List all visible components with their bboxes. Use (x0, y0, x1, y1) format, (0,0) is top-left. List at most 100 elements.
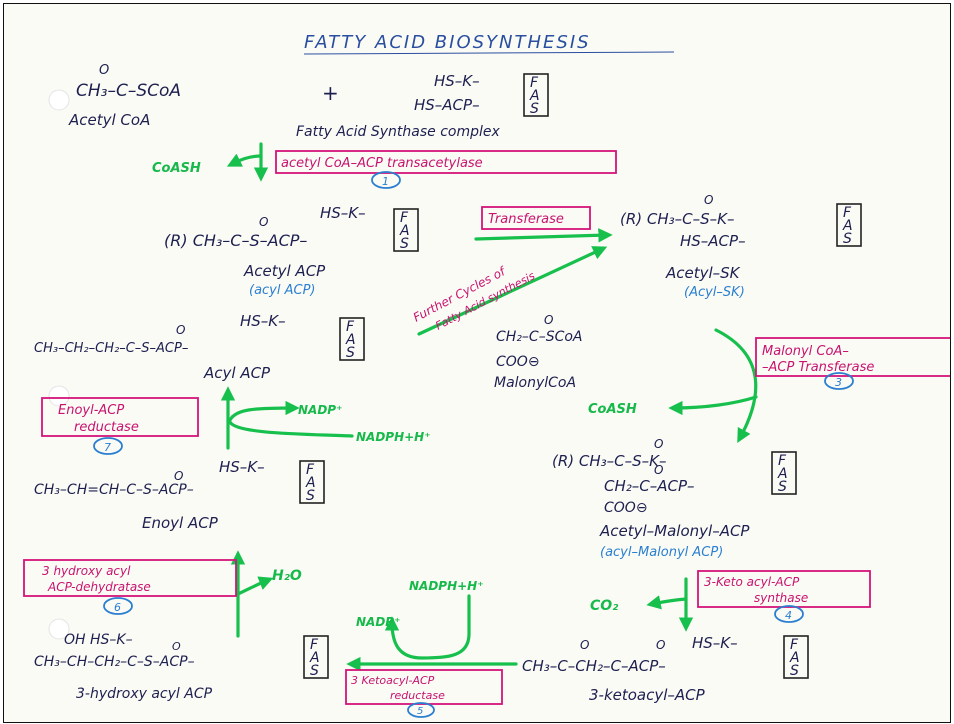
diagram-sheet: FATTY ACID BIOSYNTHESIS O CH₃–C–SCoA Ace… (3, 3, 951, 723)
diagram-title: FATTY ACID BIOSYNTHESIS (304, 32, 591, 53)
fas-box: F A S (303, 635, 329, 679)
oxo-mark: O (704, 193, 713, 207)
oxo-mark: O (544, 313, 553, 327)
svg-text:F: F (306, 462, 315, 478)
oxo-mark: O (176, 323, 185, 337)
step-1-number: 1 (382, 175, 389, 188)
svg-text:A: A (842, 218, 853, 234)
acetyl-acp-formula: (R) CH₃–C–S–ACP– (164, 231, 307, 250)
acetyl-sk-name: Acetyl–SK (665, 264, 741, 282)
nadph1-curve (228, 420, 354, 438)
acyl-acp-name: Acyl ACP (203, 364, 271, 382)
oxo-mark: O (656, 638, 665, 652)
enzyme-6-line1: 3 hydroxy acyl (42, 564, 131, 578)
svg-text:A: A (399, 223, 410, 239)
enzyme-5-line2: reductase (390, 689, 445, 702)
binder-hole (48, 385, 70, 407)
title-underline (303, 51, 675, 55)
transferase-box (481, 206, 591, 230)
enzyme-5-line1: 3 Ketoacyl-ACP (351, 674, 435, 687)
nadp-1-label: NADP⁺ (298, 403, 342, 417)
nadph-2-label: NADPH+H⁺ (409, 579, 484, 593)
transferase-arrow (474, 228, 613, 243)
hydroxyacyl-line1: OH HS–K– (64, 632, 133, 648)
oxo-mark: O (172, 640, 181, 653)
svg-text:A: A (345, 332, 356, 348)
fas-box: F A S (836, 203, 862, 247)
enzyme-4-line1: 3-Keto acyl-ACP (704, 575, 800, 589)
oxo-mark: O (259, 215, 268, 229)
fas-box: F A S (299, 460, 325, 504)
coash-1-label: CoASH (152, 161, 201, 176)
svg-text:F: F (310, 637, 319, 653)
acetyl-malonyl-name: Acetyl–Malonyl–ACP (599, 522, 750, 540)
enzyme-4-line2: synthase (754, 591, 808, 605)
enzyme-7-box (41, 397, 199, 437)
fas-line-hsk: HS–K– (434, 72, 480, 90)
step-7-badge (93, 437, 123, 455)
fas-line-hsacp: HS–ACP– (414, 96, 480, 114)
enzyme-3-line2: –ACP Transferase (762, 360, 874, 375)
acetyl-sk-hsacp: HS–ACP– (680, 232, 746, 250)
oxo-mark: O (580, 638, 589, 652)
coash1-arrow (226, 153, 263, 167)
svg-text:F: F (346, 319, 355, 335)
step-6-badge (103, 597, 133, 615)
acyl-acp-hsk: HS–K– (240, 312, 286, 330)
svg-text:A: A (789, 650, 800, 666)
h2o-arrow (236, 576, 274, 596)
svg-text:S: S (778, 479, 787, 495)
fas-complex-name: Fatty Acid Synthase complex (296, 124, 500, 140)
svg-text:S: S (843, 231, 852, 247)
ketoacyl-hsk: HS–K– (692, 634, 738, 652)
acetyl-coa-formula: CH₃–C–SCoA (76, 81, 181, 101)
step-5-number: 5 (417, 706, 423, 717)
enzyme-7-line2: reductase (74, 420, 139, 435)
nadph2-arrow (384, 594, 471, 660)
step-5-badge (407, 702, 435, 718)
hydroxyacyl-formula: CH₃–CH–CH₂–C–S–ACP– (34, 654, 195, 670)
svg-text:A: A (529, 88, 540, 104)
fas-box: F A S (339, 317, 365, 361)
acetyl-sk-alt: (Acyl–SK) (684, 285, 745, 300)
enzyme-7-line1: Enoyl-ACP (58, 403, 124, 418)
nadp1-arrow (228, 400, 300, 422)
oxo-mark: O (654, 437, 663, 451)
svg-text:S: S (310, 663, 319, 679)
pathway-diagram: FATTY ACID BIOSYNTHESIS O CH₃–C–SCoA Ace… (23, 32, 950, 718)
co2-arrow (646, 595, 688, 610)
acetyl-acp-name: Acetyl ACP (243, 262, 326, 280)
nadph-1-label: NADPH+H⁺ (356, 430, 431, 444)
ketoacyl-formula: CH₃–C–CH₂–C–ACP– (522, 657, 666, 675)
step-4-number: 4 (785, 609, 792, 622)
acyl-acp-formula: CH₃–CH₂–CH₂–C–S–ACP– (34, 341, 188, 356)
svg-text:A: A (305, 475, 316, 491)
acetyl-malonyl-line2: CH₂–C–ACP– (604, 477, 695, 495)
acetyl-coa-name: Acetyl CoA (68, 111, 150, 129)
step-3-badge (824, 372, 854, 390)
svg-text:A: A (309, 650, 320, 666)
enzyme-1-box (275, 150, 617, 174)
enzyme-6-box (23, 559, 237, 597)
svg-text:F: F (790, 637, 799, 653)
svg-text:A: A (777, 466, 788, 482)
co2-label: CO₂ (590, 598, 619, 614)
further-cycles-arrow (417, 246, 608, 336)
step-6-number: 6 (114, 601, 121, 614)
nadp-2-label: NADP⁺ (356, 615, 400, 629)
acetyl-acp-alt: (acyl ACP) (249, 283, 316, 298)
coash-2-label: CoASH (588, 402, 637, 417)
h2o-label: H₂O (272, 568, 302, 584)
enoyl-name: Enoyl ACP (142, 514, 219, 532)
step3-arrow (714, 328, 758, 444)
svg-text:S: S (400, 236, 409, 252)
acetyl-malonyl-line1: (R) CH₃–C–S–K– (552, 452, 667, 470)
coash2-arrow (668, 395, 758, 416)
svg-text:S: S (306, 488, 315, 504)
binder-hole (48, 89, 70, 111)
transferase-label: Transferase (488, 212, 564, 227)
fas-box: F A S (393, 208, 419, 252)
hydroxyacyl-name: 3-hydroxy acyl ACP (76, 686, 213, 702)
malonyl-coa-formula: CH₂–C–SCoA (496, 329, 583, 345)
enzyme-3-line1: Malonyl CoA– (762, 344, 849, 359)
